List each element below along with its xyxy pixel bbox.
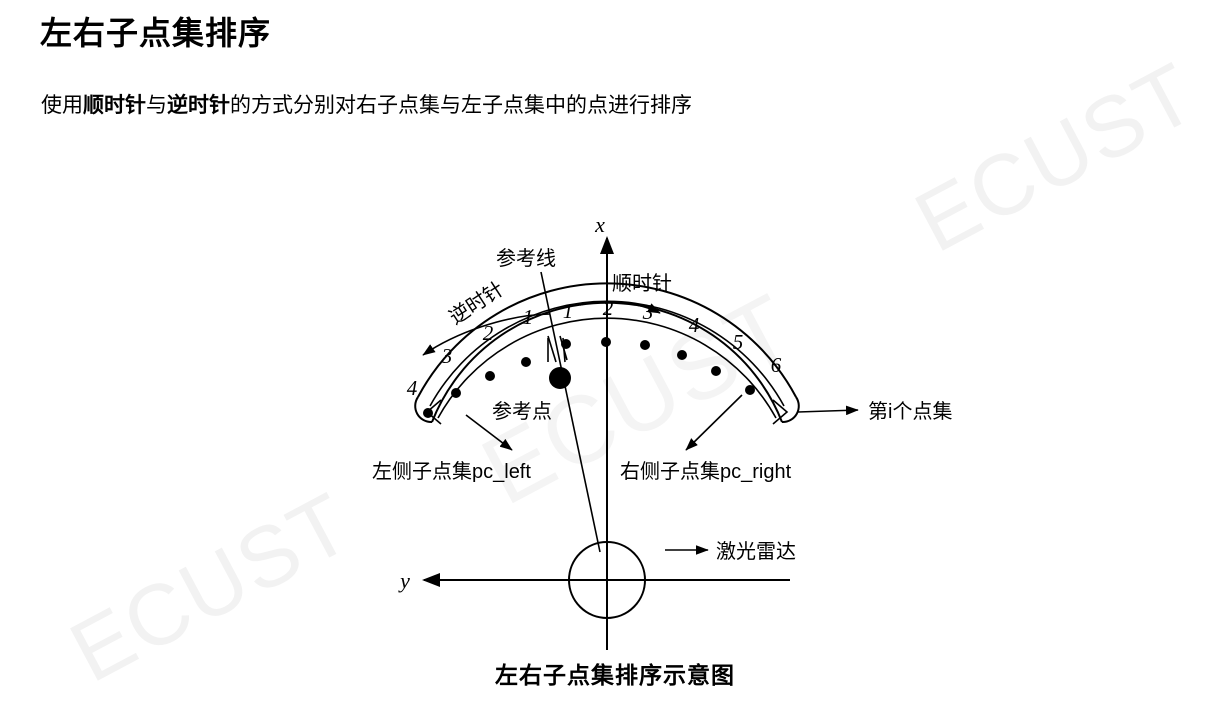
arc-inner-subband-inner [437,317,777,419]
subtitle-part-2: 与 [146,94,167,117]
counterclockwise-arrow [422,313,551,356]
subtitle-part-0: 使用 [41,94,83,117]
page-subtitle: 使用顺时针与逆时针的方式分别对右子点集与左子点集中的点进行排序 [41,92,692,119]
clockwise-label: 顺时针 [612,272,672,295]
right-subset-callout-line [685,394,743,451]
x-axis-label: x [594,212,605,237]
right-index-1: 1 [563,299,574,323]
left-subset-label: 左侧子点集pc_left [372,460,531,483]
arc-right-cap [781,396,800,424]
reference-line-label: 参考线 [496,247,556,270]
left-index-4: 4 [407,376,418,400]
page-title: 左右子点集排序 [40,15,272,51]
subtitle-part-1: 顺时针 [83,94,146,117]
right-index-6: 6 [771,353,782,377]
right-point-1 [561,339,571,349]
diagram-figure: x y 激光雷达 参考线 逆时针 [372,212,952,650]
right-index-4: 4 [689,313,700,337]
clockwise-arrow [579,300,661,314]
subtitle-part-3: 逆时针 [167,94,230,117]
reference-point-marker [549,367,571,389]
left-index-2: 2 [483,321,494,345]
right-point-6 [745,385,755,395]
figure-caption: 左右子点集排序示意图 [495,662,735,688]
left-point-2 [485,371,495,381]
left-point-3 [451,388,461,398]
ith-pointset-callout-line [797,405,859,416]
arc-outer-boundary [417,282,797,398]
subtitle-part-4: 的方式分别对右子点集与左子点集中的点进行排序 [230,94,692,117]
left-point-4 [423,408,433,418]
reference-point-label: 参考点 [492,400,552,423]
right-point-5 [711,366,721,376]
subset-divider-left [547,335,557,363]
lidar-circle [568,541,646,619]
reference-line [540,271,601,553]
arc-left-cap [414,396,433,424]
arc-right-chevron-icon [772,399,789,425]
left-point-1 [521,357,531,367]
right-point-3 [640,340,650,350]
y-axis-label: y [398,568,410,593]
right-subset-label: 右侧子点集pc_right [620,460,792,483]
right-index-2: 2 [603,296,614,320]
left-index-1: 1 [523,305,534,329]
right-point-2 [601,337,611,347]
ith-pointset-label: 第i个点集 [868,400,952,423]
right-index-3: 3 [642,300,654,324]
left-index-3: 3 [441,344,453,368]
right-point-4 [677,350,687,360]
arc-inner-boundary [431,301,783,423]
lidar-label: 激光雷达 [716,540,796,563]
left-subset-callout-line [465,414,513,451]
right-index-5: 5 [733,330,744,354]
